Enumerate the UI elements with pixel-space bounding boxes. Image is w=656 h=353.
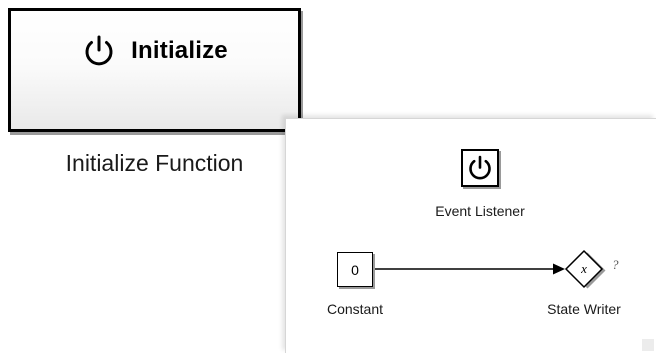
event-listener-label: Event Listener xyxy=(435,203,525,219)
initialize-block-header: Initialize xyxy=(11,33,298,69)
constant-block[interactable]: 0 xyxy=(337,252,373,287)
power-icon xyxy=(85,35,113,66)
signal-line[interactable] xyxy=(286,119,656,353)
constant-value: 0 xyxy=(351,261,359,278)
state-writer-label: State Writer xyxy=(547,301,621,317)
state-writer-diamond xyxy=(564,249,606,289)
canvas-scroll-corner xyxy=(642,339,654,351)
state-writer-unresolved-marker: ? xyxy=(612,257,619,272)
state-writer-variable: x xyxy=(581,261,587,276)
initialize-function-block[interactable]: Initialize xyxy=(8,8,301,132)
signal-arrowhead xyxy=(553,263,565,275)
constant-label: Constant xyxy=(326,301,384,317)
initialize-function-caption: Initialize Function xyxy=(65,150,244,176)
event-listener-block[interactable] xyxy=(461,149,499,187)
subsystem-canvas[interactable]: Event Listener 0 Constant x ? State Writ… xyxy=(285,118,656,353)
state-writer-block[interactable]: x xyxy=(564,249,606,289)
power-icon xyxy=(469,155,491,180)
initialize-block-label: Initialize xyxy=(131,37,228,64)
